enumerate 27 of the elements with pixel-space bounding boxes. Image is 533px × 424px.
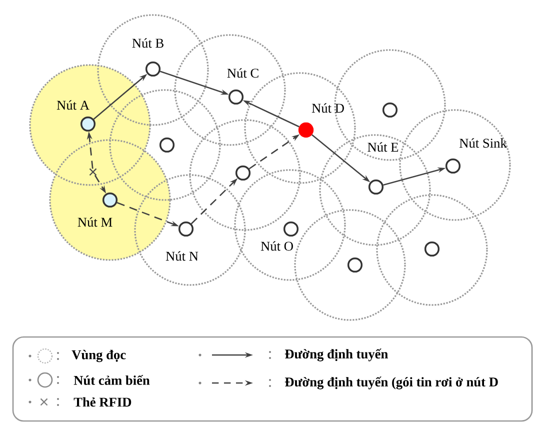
sensor-node [145,61,161,77]
node-label: Nút B [132,38,164,48]
legend-text: Đường định tuyến [284,348,388,362]
node-label: Nút M [78,217,112,227]
sensor-node [347,257,363,273]
node-label: Nút E [368,142,398,152]
sensor-node [424,241,440,257]
sensor-node [445,158,461,174]
node-label: Nút D [312,103,344,113]
legend-text: Vùng đọc [72,350,126,362]
sensor-node [228,89,244,105]
sensor-node [382,102,398,118]
sensor-node [159,137,175,153]
sensor-node [178,221,194,237]
sensor-node [368,179,384,195]
node-label: Nút C [227,68,258,78]
legend-text: Đường định tuyến (gói tin rơi ở nút D [284,376,498,390]
legend-text: Nút cảm biến [74,375,150,385]
legend-text: Thẻ RFID [74,397,132,407]
sensor-node [283,221,299,237]
node-label: Nút Sink [459,138,507,148]
sensor-node [298,122,314,138]
node-label: Nút N [166,251,198,261]
sensor-node [235,165,251,181]
rfid-tag [89,168,97,176]
node-label: Nút A [56,100,90,110]
node-label: Nút O [260,241,293,251]
